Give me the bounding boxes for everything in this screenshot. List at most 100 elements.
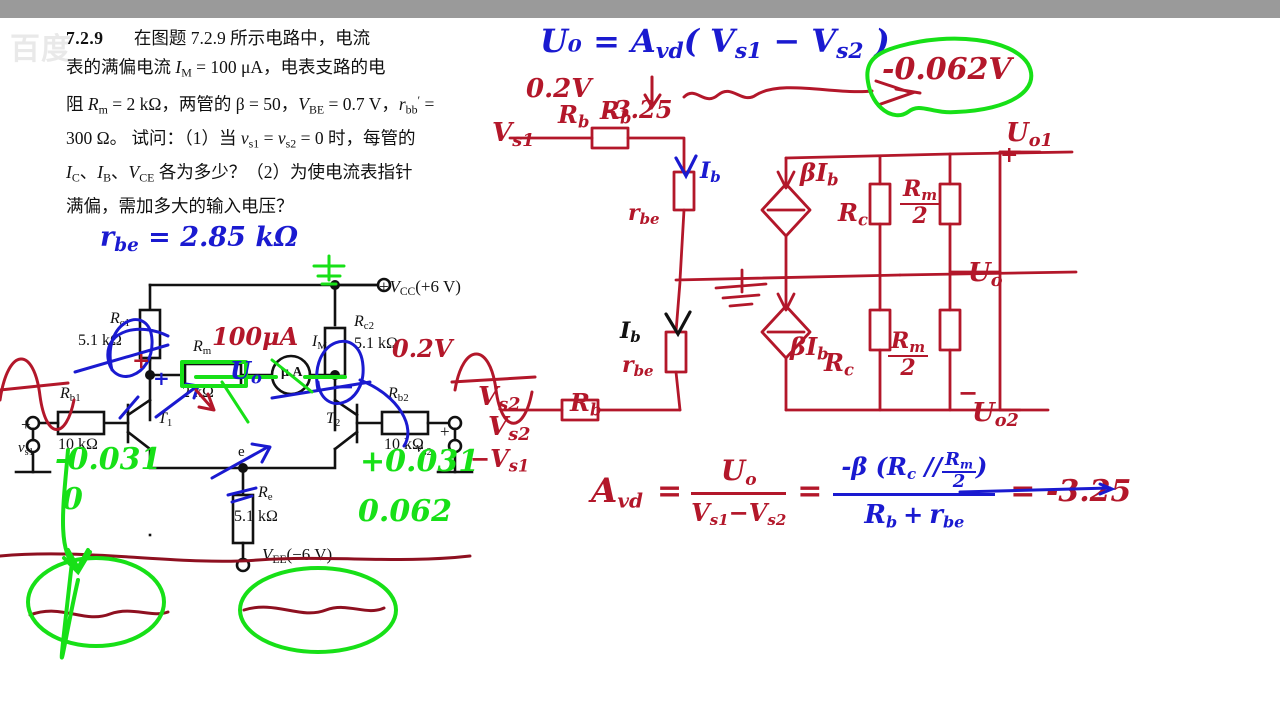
model-label-rbe-bottom: rbe <box>622 352 654 380</box>
avd2-den-plus: + <box>903 500 924 530</box>
model-rbe-top-symbol: r <box>628 200 640 226</box>
avd2-rm-num: Rm <box>942 450 976 473</box>
model-rc-bot-subscript: c <box>843 360 854 380</box>
model-label-rm-half-bottom: Rm 2 <box>888 328 929 382</box>
txt: 阻 <box>66 94 88 115</box>
re-subscript: e <box>267 491 273 504</box>
rm-half-bot-den: 2 <box>900 355 916 382</box>
uo-subscript: o <box>250 368 262 388</box>
avd2-den-rbe: r <box>929 500 943 531</box>
sym-rm: R <box>87 94 99 115</box>
model-label-ib-top: Ib <box>700 158 721 186</box>
txt: = 2 kΩ，两管的 β = 50， <box>107 94 299 115</box>
vs1-symbol: v <box>18 440 25 456</box>
vs1-plus-sign: + <box>21 415 31 434</box>
uo-model-symbol: U <box>968 258 991 288</box>
uo1-symbol: U <box>1006 118 1029 148</box>
result-vs1-green: -0.031 <box>55 442 162 477</box>
problem-line-3: 阻 Rm = 2 kΩ，两管的 β = 50，VBE = 0.7 V，rbb′ … <box>66 86 456 124</box>
formula-extension-line <box>958 482 1116 496</box>
vcc-value: (+6 V) <box>415 277 461 296</box>
rc2-subscript: c2 <box>363 320 375 333</box>
model-uo2-minus: − <box>958 378 979 407</box>
avd2-den-rb-sub: b <box>885 512 898 532</box>
sub-vs2: s2 <box>285 136 297 151</box>
beta-ib-bot-subscript: b <box>817 344 829 364</box>
avd-eq1-cell: = <box>649 450 690 533</box>
label-im: rIM <box>312 333 327 352</box>
model-vs2-subscript: s2 <box>508 423 531 445</box>
model-rc-top-subscript: c <box>857 210 868 230</box>
beta-ib-bot-symbol: βI <box>790 332 818 361</box>
formula-vs1-subscript: s1 <box>734 39 763 65</box>
answer-value: -0.062V <box>882 52 1012 87</box>
prime-rbb: ′ <box>417 93 421 108</box>
rm-subscript: m <box>202 345 212 358</box>
problem-line1-text: 在图题 7.2.9 所示电路中，电流 <box>133 28 371 48</box>
avd-num-uo-sub: o <box>745 469 757 490</box>
formula-paren-open: ( V <box>683 22 735 60</box>
result-uo-green: 0.062 <box>358 494 452 529</box>
node-t-mark: + <box>153 366 170 390</box>
sym-vs2: v <box>277 128 286 149</box>
model-rb-top-subscript: b <box>619 108 632 128</box>
t1-subscript: 1 <box>166 417 173 430</box>
label-node-e: e <box>238 444 245 460</box>
avd-den-vs1: V <box>691 497 710 527</box>
rb-top-symbol: R <box>558 100 578 129</box>
small-signal-model <box>500 126 1078 422</box>
vcc-subscript: CC <box>399 285 416 299</box>
formula-minus: − V <box>762 22 837 60</box>
note-meter-current: 100μA <box>212 322 299 351</box>
ink-overlay-left <box>0 254 537 660</box>
avd2-num-rc-sub: c <box>906 464 917 483</box>
model-ib-top-subscript: b <box>710 168 721 187</box>
note-avd-value-top: -3.25 <box>604 95 673 124</box>
top-gray-bar <box>0 0 1280 18</box>
model-label-rm-half-top: Rm 2 <box>900 178 941 228</box>
problem-text: 7.2.9 在图题 7.2.9 所示电路中，电流 表的满偏电流 IM = 100… <box>66 24 456 220</box>
model-label-ib-bottom: Ib <box>620 318 641 346</box>
sub-rbb: bb <box>405 102 418 117</box>
note-02v-top: 0.2V <box>526 74 592 104</box>
sym-im: I <box>175 56 182 77</box>
formula-avd-subscript: vd <box>655 39 684 65</box>
model-label-rb-top: Rb <box>600 96 631 128</box>
vs2-symbol: v <box>416 440 423 456</box>
problem-line-2: 表的满偏电流 IM = 100 μA，电表支路的电 <box>66 53 456 87</box>
beta-ib-top-symbol: βI <box>800 158 828 187</box>
rb2-subscript: b2 <box>397 392 409 405</box>
im-subscript: M <box>317 340 327 353</box>
model-label-rbe-top: rbe <box>628 200 660 228</box>
model-label-rc-top: Rc <box>838 198 868 230</box>
model-label-uo1: Uo1 <box>1006 118 1053 151</box>
model-label-uo2: Uo2 <box>972 398 1019 431</box>
txt: = 0.7 V， <box>324 94 399 115</box>
avd-den-vs1-sub: s1 <box>709 510 729 529</box>
formula-uo-top: U₀ = Avd( Vs1 − Vs2 ) <box>540 22 890 64</box>
avd-lhs-cell: Avd <box>590 450 649 533</box>
avd-frac2-den: Rb+rbe <box>833 496 995 531</box>
model-vs1-subscript: s1 <box>512 129 535 151</box>
mvs1-subscript: s1 <box>508 456 530 476</box>
model-rb-bot-symbol: R <box>570 388 590 417</box>
model-label-vs2: Vs2 <box>488 412 530 445</box>
uo2-subscript: o2 <box>994 409 1019 431</box>
txt: = 0 时，每管的 <box>296 128 416 149</box>
label-rc2: Rc2 <box>354 313 374 332</box>
rm-half-bot-symbol: R <box>891 328 910 354</box>
sym-ib: I <box>97 161 104 182</box>
problem-number: 7.2.9 <box>66 28 104 48</box>
problem-line-4: 300 Ω。 试问：（1）当 vs1 = vs2 = 0 时，每管的 <box>66 124 456 158</box>
rm-half-bot-num: Rm <box>888 328 929 358</box>
label-vcc: +VCC(+6 V) <box>378 277 461 298</box>
label-vs1: vs1 <box>18 440 34 458</box>
model-label-rc-bottom: Rc <box>824 348 854 380</box>
rc1-symbol: R <box>110 310 120 327</box>
avd-eq2-cell: = <box>787 450 832 533</box>
green-arrow-down-left <box>61 448 92 576</box>
note-rb-top: Rb <box>558 100 589 132</box>
